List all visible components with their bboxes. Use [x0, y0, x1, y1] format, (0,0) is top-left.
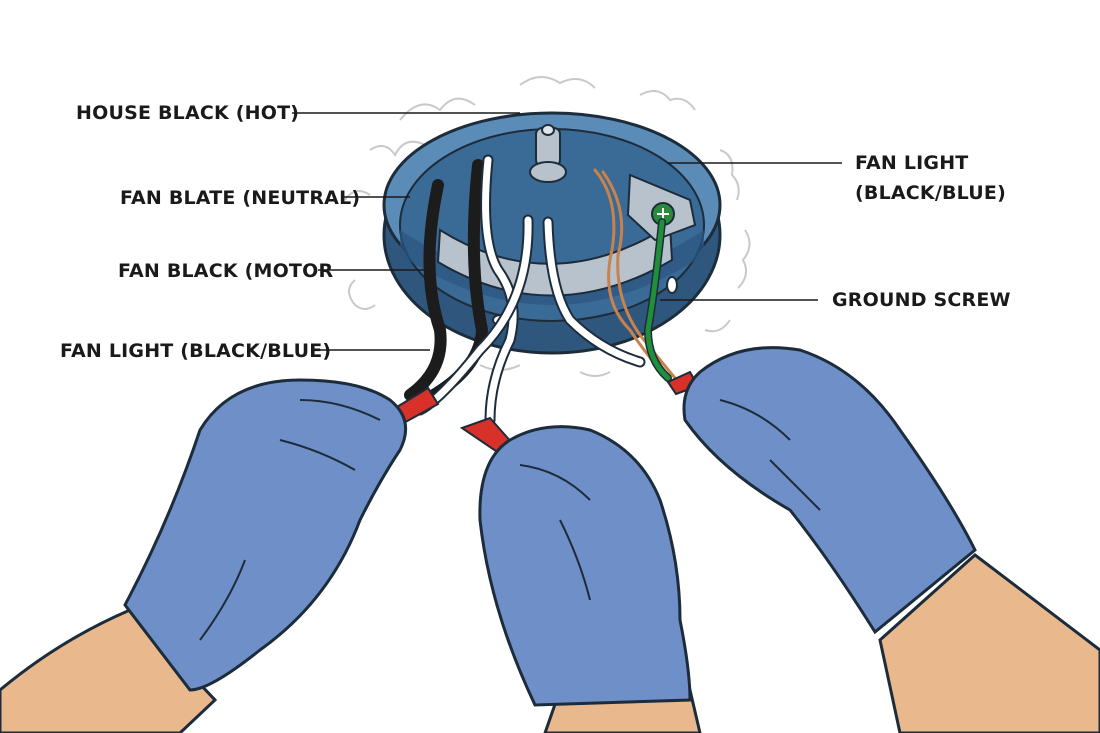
label-house-black: HOUSE BLACK (HOT) — [76, 98, 299, 128]
label-fan-light-right-line2: (BLACK/BLUE) — [855, 178, 1006, 208]
label-fan-blate: FAN BLATE (NEUTRAL) — [120, 183, 360, 213]
label-fan-light-left: FAN LIGHT (BLACK/BLUE) — [60, 336, 331, 366]
label-fan-light-right-line1: FAN LIGHT — [855, 148, 968, 178]
left-hand — [0, 380, 406, 733]
label-fan-black-motor: FAN BLACK (MOTOR — [118, 256, 333, 286]
middle-hand — [480, 427, 700, 733]
mounting-stud — [530, 125, 566, 182]
label-ground-screw: GROUND SCREW — [832, 285, 1011, 315]
right-hand — [684, 348, 1100, 733]
